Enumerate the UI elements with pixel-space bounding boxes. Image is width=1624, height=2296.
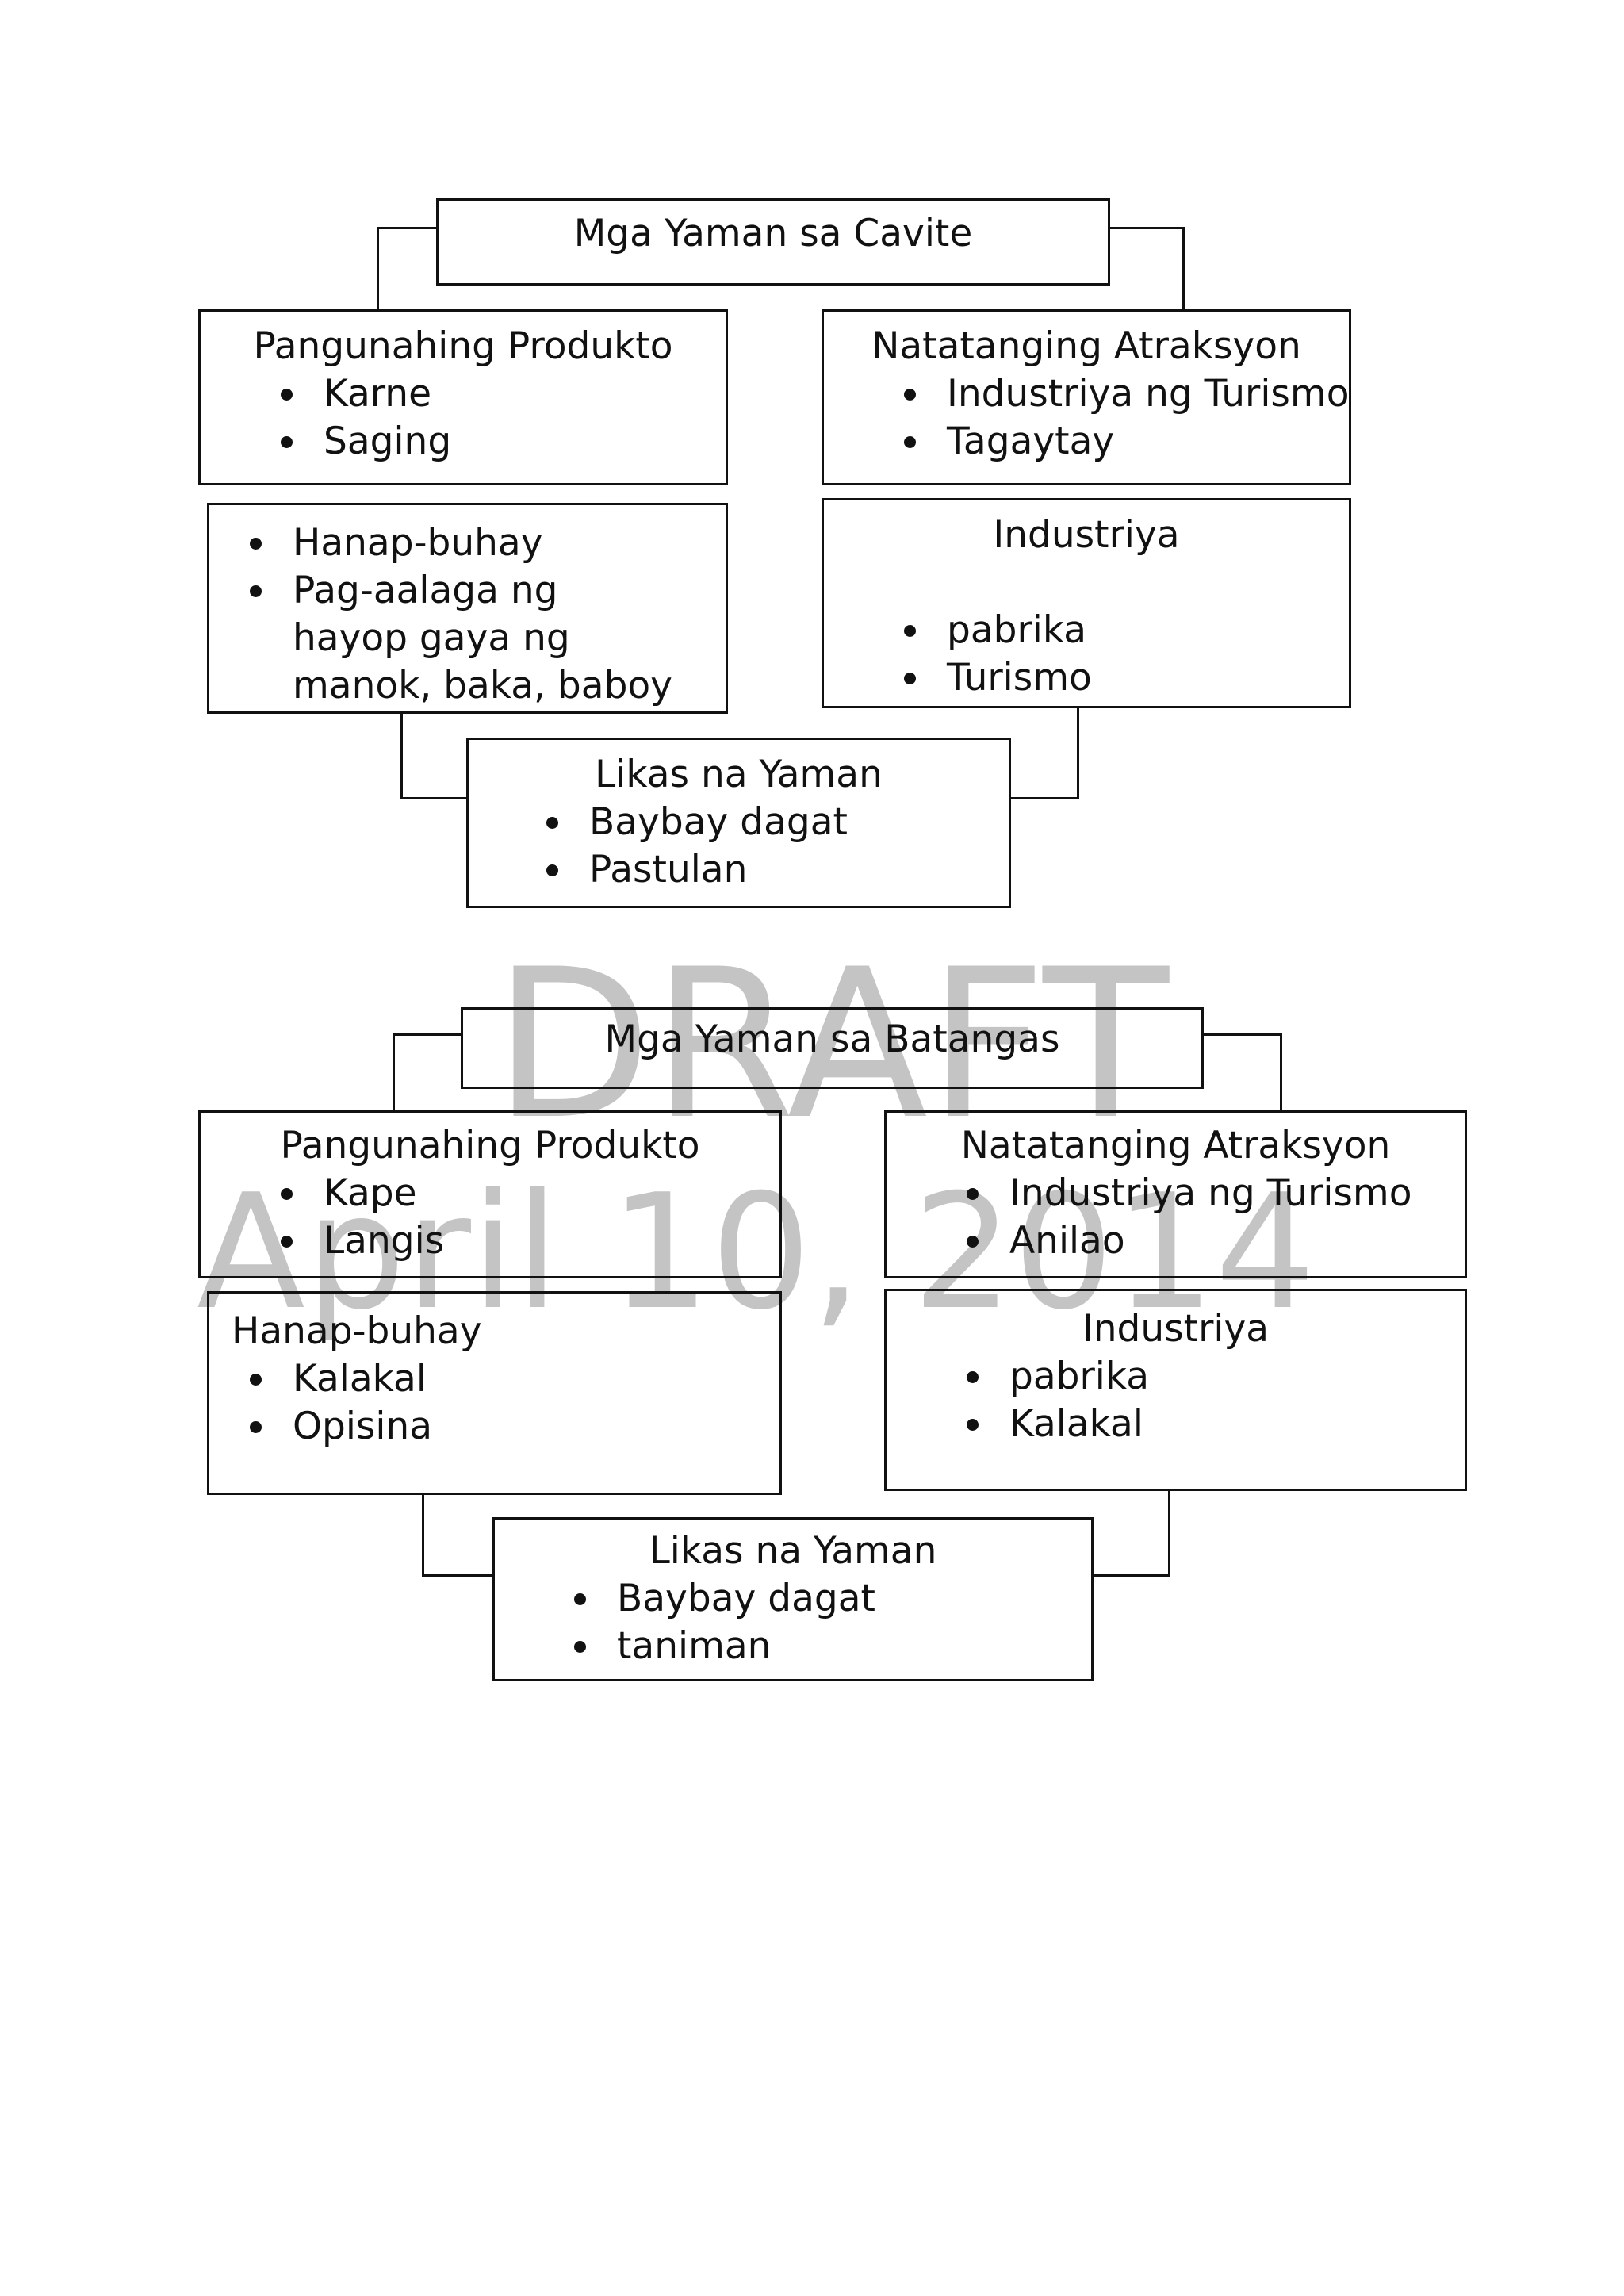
draft-watermark: DRAFT xyxy=(493,926,1169,1165)
connector-line xyxy=(422,1574,495,1577)
connector-line xyxy=(1201,1033,1282,1036)
list-item: Baybay dagat xyxy=(546,799,1009,846)
batangas-likas-na-yaman-box: Likas na Yaman Baybay dagat taniman xyxy=(492,1517,1094,1681)
connector-line xyxy=(400,797,468,799)
connector-line xyxy=(1182,227,1185,311)
batangas-title-box: Mga Yaman sa Batangas xyxy=(461,1007,1204,1089)
list-item: Turismo xyxy=(904,654,1349,702)
connector-line xyxy=(377,227,379,311)
item-list: Hanap-buhay Pag-aalaga ng xyxy=(250,519,726,615)
date-watermark: April 10, 2014 xyxy=(197,1160,1316,1345)
item-list: Industriya ng Turismo Tagaytay xyxy=(904,370,1349,466)
list-item: Pastulan xyxy=(546,846,1009,894)
connector-line xyxy=(393,1033,461,1036)
list-item: Industriya ng Turismo xyxy=(904,370,1349,418)
box-heading: Pangunahing Produkto xyxy=(253,324,673,368)
box-heading: Natatanging Atraksyon xyxy=(960,1124,1391,1167)
item-list: pabrika Kalakal xyxy=(967,1353,1465,1448)
item-list: pabrika Turismo xyxy=(904,607,1349,702)
list-item: Kalakal xyxy=(967,1401,1465,1448)
cavite-title-box: Mga Yaman sa Cavite xyxy=(436,198,1110,286)
item-list: Industriya ng Turismo Anilao xyxy=(967,1170,1465,1265)
cavite-pangunahing-produkto-box: Pangunahing Produkto Karne Saging xyxy=(198,309,728,485)
batangas-natatanging-atraksyon-box: Natatanging Atraksyon Industriya ng Turi… xyxy=(884,1110,1467,1278)
item-list: Kalakal Opisina xyxy=(250,1355,779,1451)
cavite-natatanging-atraksyon-box: Natatanging Atraksyon Industriya ng Turi… xyxy=(822,309,1351,485)
list-item: Industriya ng Turismo xyxy=(967,1170,1465,1217)
batangas-hanap-buhay-box: Hanap-buhay Kalakal Opisina xyxy=(207,1291,782,1495)
connector-line xyxy=(1011,797,1079,799)
list-item: Langis xyxy=(281,1217,779,1265)
connector-line xyxy=(422,1495,424,1577)
list-item: Karne xyxy=(281,370,726,418)
connector-line xyxy=(1077,708,1079,799)
list-item: taniman xyxy=(574,1623,1091,1670)
box-heading: Likas na Yaman xyxy=(649,1529,937,1573)
cavite-likas-na-yaman-box: Likas na Yaman Baybay dagat Pastulan xyxy=(466,738,1011,908)
box-heading: Industriya xyxy=(993,513,1180,557)
list-item: Kalakal xyxy=(250,1355,779,1403)
connector-line xyxy=(1110,227,1185,229)
list-item: Pag-aalaga ng xyxy=(250,567,726,615)
list-item: Tagaytay xyxy=(904,418,1349,466)
box-heading: Industriya xyxy=(1082,1307,1270,1351)
list-item: Saging xyxy=(281,418,726,466)
connector-line xyxy=(400,714,403,799)
diagram-title: Mga Yaman sa Batangas xyxy=(604,1018,1060,1061)
connector-line xyxy=(1280,1033,1282,1113)
list-item: pabrika xyxy=(904,607,1349,654)
list-item-continuation: hayop gaya ng xyxy=(293,616,570,660)
connector-line xyxy=(377,227,439,229)
connector-line xyxy=(1168,1491,1170,1577)
connector-line xyxy=(393,1033,395,1113)
list-item: Kape xyxy=(281,1170,779,1217)
box-heading: Likas na Yaman xyxy=(595,753,883,796)
list-item: Anilao xyxy=(967,1217,1465,1265)
item-list: Kape Langis xyxy=(281,1170,779,1265)
list-item: Baybay dagat xyxy=(574,1575,1091,1623)
batangas-industriya-box: Industriya pabrika Kalakal xyxy=(884,1289,1467,1491)
box-heading: Natatanging Atraksyon xyxy=(871,324,1301,368)
list-item: pabrika xyxy=(967,1353,1465,1401)
item-list: Baybay dagat taniman xyxy=(574,1575,1091,1670)
item-list: Karne Saging xyxy=(281,370,726,466)
box-heading: Pangunahing Produkto xyxy=(280,1124,700,1167)
connector-line xyxy=(1094,1574,1170,1577)
box-heading: Hanap-buhay xyxy=(232,1309,482,1353)
list-item: Opisina xyxy=(250,1403,779,1451)
batangas-pangunahing-produkto-box: Pangunahing Produkto Kape Langis xyxy=(198,1110,782,1278)
item-list: Baybay dagat Pastulan xyxy=(546,799,1009,894)
diagram-title: Mga Yaman sa Cavite xyxy=(573,212,973,255)
cavite-industriya-box: Industriya pabrika Turismo xyxy=(822,498,1351,708)
list-item: Hanap-buhay xyxy=(250,519,726,567)
cavite-hanap-buhay-box: Hanap-buhay Pag-aalaga ng hayop gaya ng … xyxy=(207,503,728,714)
list-item-continuation: manok, baka, baboy xyxy=(293,664,672,707)
